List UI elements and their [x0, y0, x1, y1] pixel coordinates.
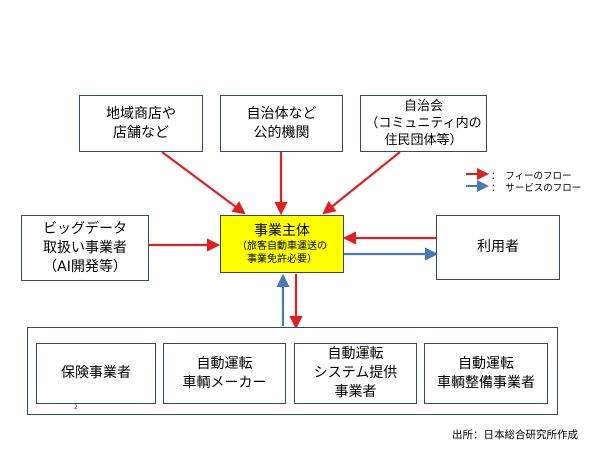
neighborhood-assoc-label: 自治会 （コミュニティ内の 住民団体等） — [365, 99, 482, 148]
business-operator-label: 事業主体 （旅客自動車運送の 事業免許必要） — [237, 222, 327, 266]
maintenance-box: 自動運転 車輌整備事業者 — [424, 343, 548, 404]
vehicle-maker-box: 自動運転 車輌メーカー — [163, 343, 286, 404]
fee-arrow-assoc-to-operator — [322, 151, 401, 215]
business-operator-note-2: 事業免許必要） — [247, 254, 317, 265]
fee-arrow-shops-to-operator — [161, 151, 246, 215]
public-bodies-label: 自治体など 公的機関 — [246, 105, 317, 141]
bigdata-provider-box: ビッグデータ 取扱い事業者 （AI開発等） — [21, 215, 149, 281]
local-shops-label: 地域商店や 店舗など — [106, 105, 176, 141]
system-provider-box: 自動運転 システム提供 事業者 — [294, 343, 417, 404]
insurer-box: 保険事業者 — [36, 343, 156, 404]
business-operator-note-1: （旅客自動車運送の — [237, 241, 327, 252]
user-box: 利用者 — [436, 215, 560, 280]
legend-fee-flow: ： フィーのフロー — [491, 171, 572, 182]
business-operator-box: 事業主体 （旅客自動車運送の 事業免許必要） — [220, 215, 344, 273]
legend-service-flow: ： サービスのフロー — [491, 183, 582, 194]
bigdata-provider-label: ビッグデータ 取扱い事業者 （AI開発等） — [43, 220, 127, 275]
vehicle-maker-label: 自動運転 車輌メーカー — [182, 355, 267, 391]
local-shops-box: 地域商店や 店舗など — [79, 95, 203, 152]
maintenance-label: 自動運転 車輌整備事業者 — [437, 355, 535, 391]
slide-number: 2 — [74, 404, 78, 411]
public-bodies-box: 自治体など 公的機関 — [220, 95, 343, 152]
source-note: 出所：日本総合研究所作成 — [452, 429, 578, 441]
insurer-label: 保険事業者 — [61, 365, 131, 381]
neighborhood-assoc-box: 自治会 （コミュニティ内の 住民団体等） — [360, 95, 487, 152]
system-provider-label: 自動運転 システム提供 事業者 — [313, 346, 398, 400]
user-label: 利用者 — [477, 239, 519, 255]
business-operator-title: 事業主体 — [254, 223, 310, 239]
